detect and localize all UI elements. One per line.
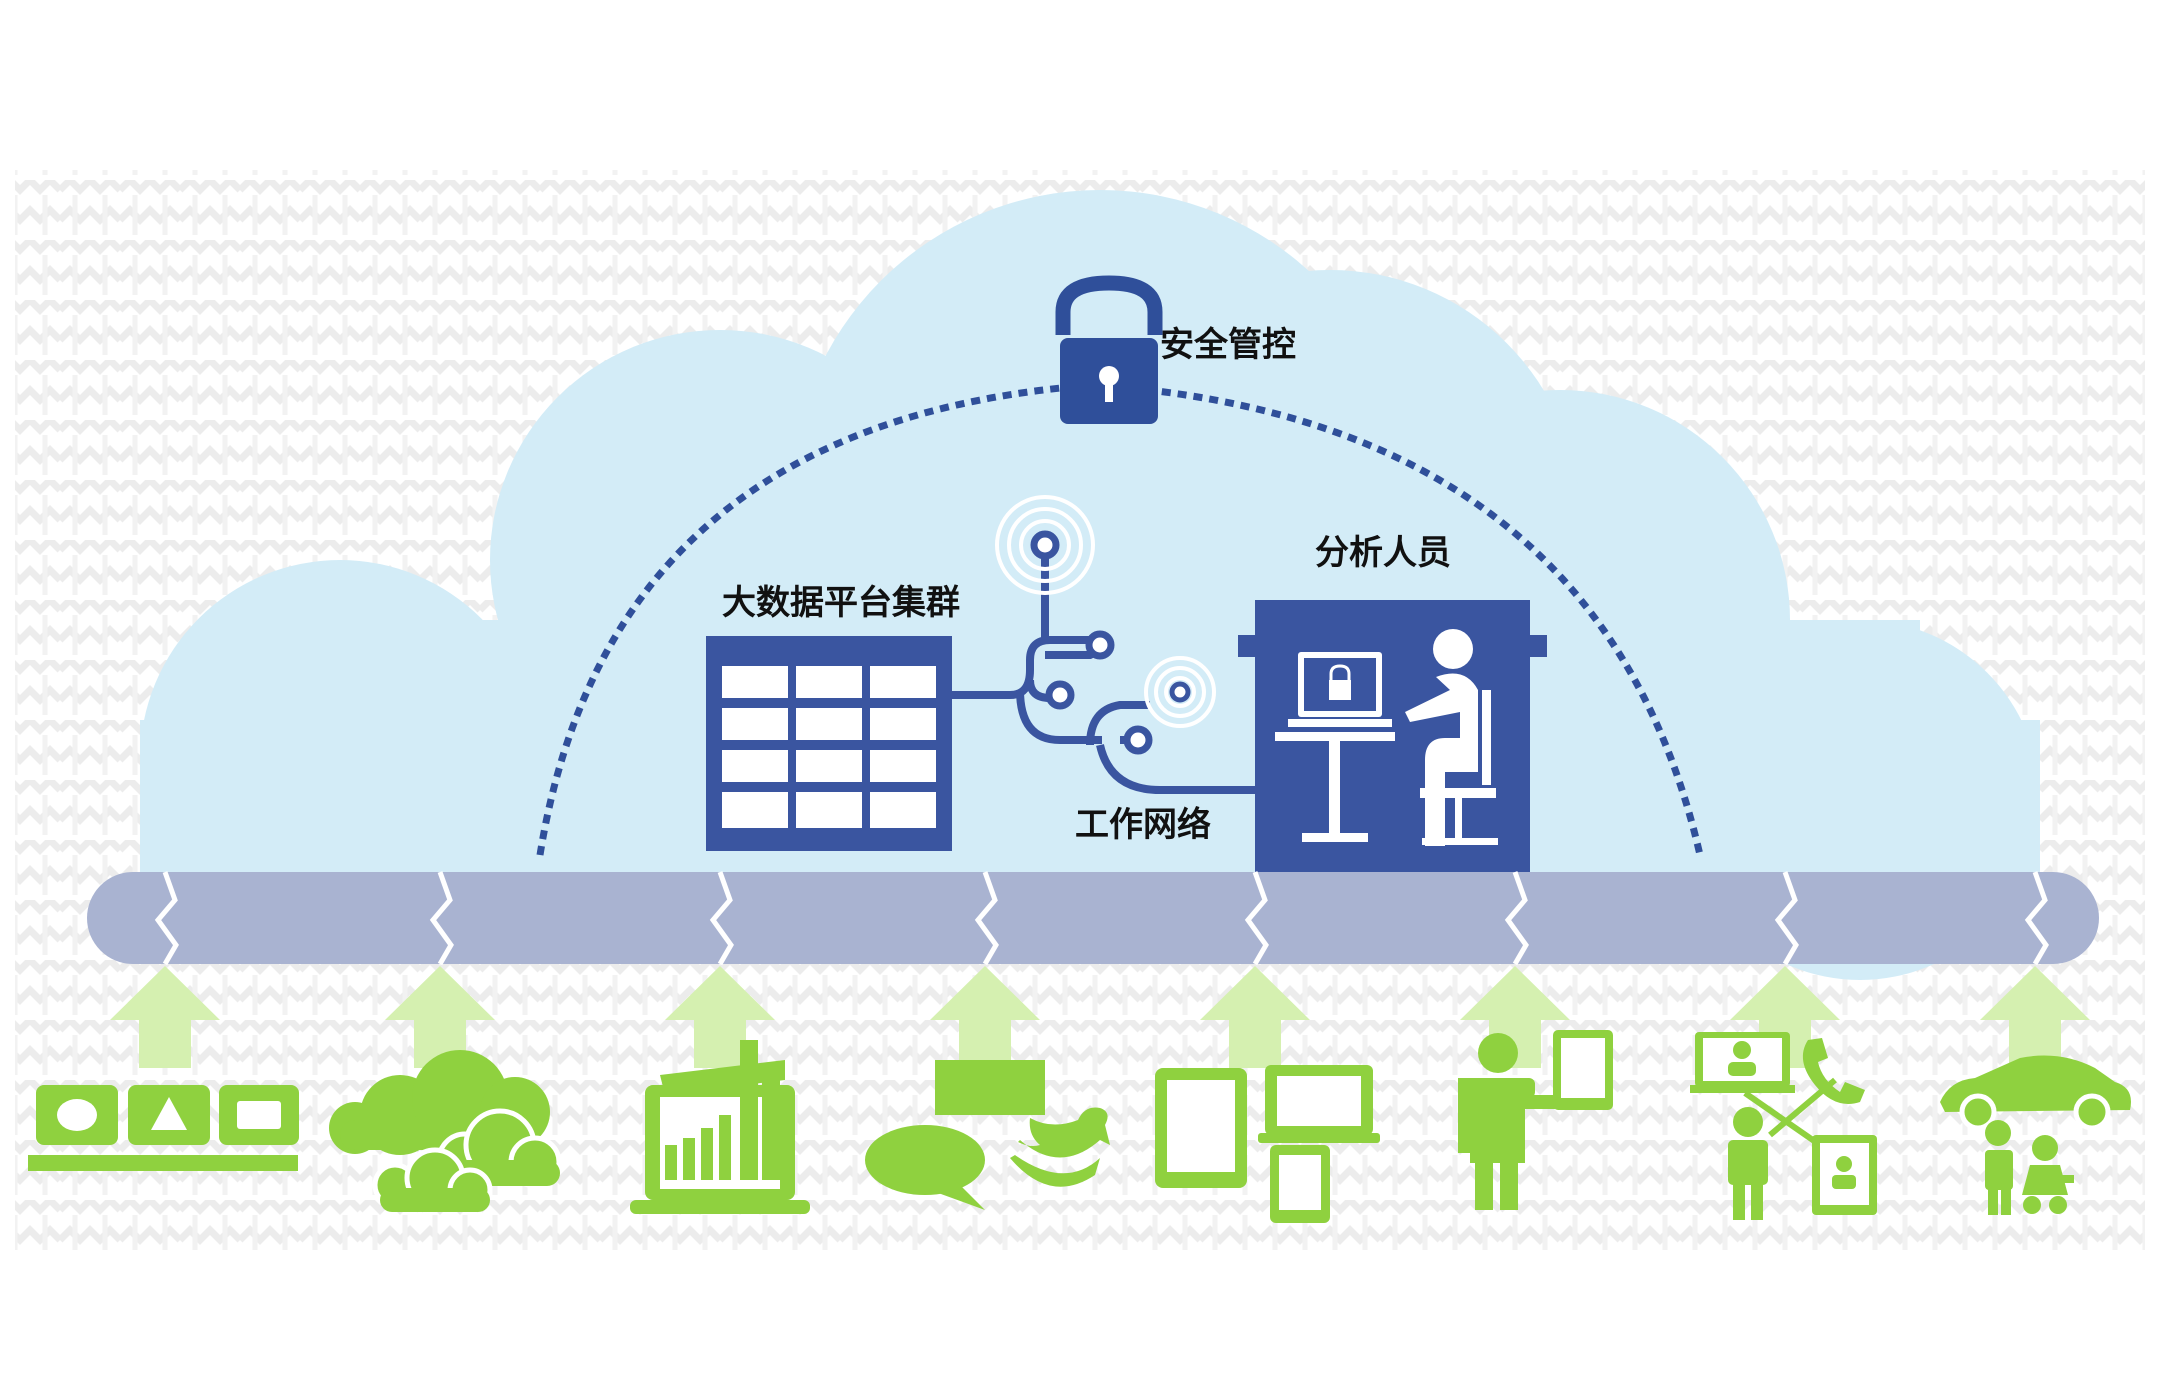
upload-arrows	[110, 966, 2090, 1068]
devices-icon	[1155, 1065, 1380, 1223]
upload-arrow	[110, 966, 220, 1068]
shapes-tray-icon	[28, 1085, 299, 1171]
wireless-signal-icon	[995, 495, 1216, 728]
video-call-network-icon	[1690, 1032, 1877, 1220]
circuit-nodes	[1030, 530, 1153, 755]
security-label: 安全管控	[1160, 325, 1296, 365]
car-family-icon	[1940, 1055, 2131, 1215]
analyst-workstation-icon	[1238, 600, 1547, 872]
upload-arrow	[1200, 966, 1310, 1068]
data-pipeline	[87, 871, 2099, 966]
network-label: 工作网络	[1075, 805, 1211, 845]
social-chat-bird-icon	[865, 1060, 1110, 1210]
laptop-chart-icon	[630, 1040, 810, 1214]
server-cluster-icon	[706, 636, 952, 851]
clouds-icon	[329, 1050, 562, 1213]
security-dome-arc	[536, 381, 1704, 856]
person-tablet-icon	[1458, 1030, 1613, 1210]
padlock-icon	[1055, 275, 1163, 424]
upload-arrow	[1460, 966, 1570, 1068]
upload-arrow	[1730, 966, 1840, 1068]
analyst-label: 分析人员	[1315, 533, 1451, 573]
upload-arrow	[930, 966, 1040, 1068]
upload-arrow	[665, 966, 775, 1068]
upload-arrow	[385, 966, 495, 1068]
upload-arrow	[1980, 966, 2090, 1068]
signal-node	[1169, 681, 1191, 703]
cluster-label: 大数据平台集群	[722, 583, 960, 623]
